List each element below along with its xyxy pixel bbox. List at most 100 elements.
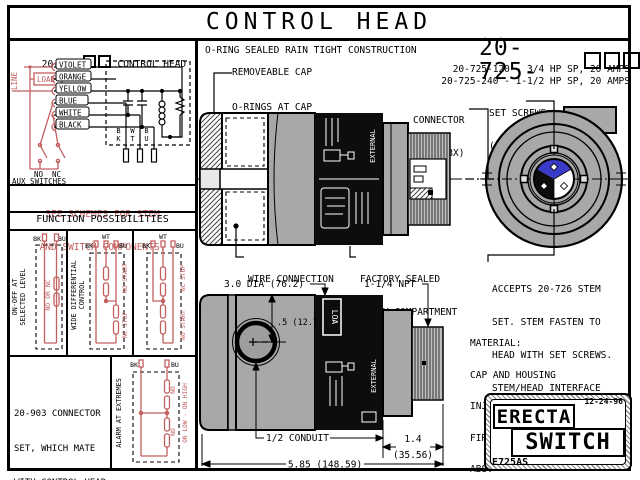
- func2-wt: WT: [102, 233, 110, 241]
- func3-pin-bu: BU: [176, 242, 184, 250]
- material-line: CAP AND HOUSING: [470, 369, 556, 381]
- sheet-border: [7, 5, 631, 471]
- external-label-side: EXTERNAL: [369, 129, 377, 163]
- func3-pin-bk: BK: [142, 242, 150, 250]
- drawing-number: E725AS: [492, 457, 529, 468]
- func1-mode: NO OR NC: [44, 279, 52, 310]
- func1-name1: ON-OFF AT: [11, 279, 19, 316]
- dimension-view: LOA EXTERNAL 3.0 DIA (76.2) 1-1/4 NPT .5…: [199, 279, 445, 471]
- alarm-no-top: NO: [170, 386, 177, 394]
- divider: [10, 355, 195, 357]
- function-onoff-diagram: ON-OFF AT SELECTED LEVEL BK BU NO OR NC: [11, 233, 66, 350]
- wire-network: [54, 60, 191, 163]
- func2-pin-bu: BU: [119, 242, 127, 250]
- dim-total: 5.85 (148.59): [288, 460, 362, 471]
- stem-note-line1: SEE SCHEMES FOR STEM: [45, 209, 160, 220]
- dim-len1: 1.4: [404, 434, 421, 445]
- func1-pin-bk: BK: [33, 235, 41, 243]
- pin-stack-bu: BU: [144, 127, 149, 143]
- wiring-title-rest: CONTROL HEAD: [117, 59, 187, 70]
- drawing-date: 12-24-96: [584, 397, 623, 406]
- dim-hole: .5 (12.7): [277, 318, 323, 328]
- connector-pins-line: CONNECTOR: [413, 115, 465, 126]
- divider: [10, 211, 195, 213]
- function-reverse-diagram: WT BK BU NC STOP NO START: [142, 233, 187, 350]
- title-divider: [7, 38, 631, 41]
- func3-wt: WT: [159, 233, 167, 241]
- aux-switches-label: AUX SWITCHES: [12, 177, 67, 186]
- func1-pin-bu: BU: [58, 235, 66, 243]
- divider: [110, 357, 112, 471]
- dimension-lines: [200, 283, 445, 468]
- connector-set-note: 20-903 CONNECTOR SET, WHICH MATE WITH CO…: [14, 386, 108, 480]
- construction-note: O-RING SEALED RAIN TIGHT CONSTRUCTION: [205, 45, 417, 56]
- aux-nc-label: NC: [52, 170, 61, 179]
- housing-body-dim: [199, 294, 444, 431]
- oring-line: O-RINGS AT CAP: [232, 102, 313, 113]
- side-section-view: EXTERNAL: [198, 112, 466, 246]
- relay-line: FACTORY SEALED: [360, 274, 441, 285]
- func1-circuit: [41, 233, 60, 344]
- dim-conduit: 1/2 CONDUIT: [266, 433, 329, 444]
- big-model-number: 20-725-: [479, 36, 640, 84]
- external-label-dim: EXTERNAL: [370, 359, 378, 393]
- dim-npt: 1-1/4 NPT: [364, 279, 416, 290]
- func3-bottom-label: NO START: [180, 310, 187, 340]
- alarm-circuit: [138, 359, 171, 457]
- label-panel-artwork-dim: [322, 298, 377, 423]
- variant-120: 20-725-120 - 3/4 HP SP, 20 AMPS: [452, 64, 630, 75]
- load-label: LOAD: [37, 75, 56, 84]
- pin-stack-bk: BK: [116, 127, 121, 143]
- alarm-no-bottom: NO: [170, 428, 177, 436]
- line-label: LINE: [10, 71, 19, 90]
- set-screws-line: SET SCREWS: [489, 108, 547, 119]
- divider: [132, 231, 134, 355]
- load-panel-label: LOA: [330, 310, 339, 325]
- aux-no-label: NO: [34, 170, 44, 179]
- brand-logo-block: 12-24-96 ERECTA SWITCH E725AS: [484, 393, 632, 471]
- label-panel-artwork: [319, 118, 379, 229]
- wire-label-black: BLACK: [59, 121, 82, 130]
- logo-erecta: ERECTA: [493, 404, 575, 429]
- wire-label-blue: BLUE: [59, 97, 78, 106]
- pin-stack-wt: WT: [130, 127, 135, 143]
- alarm-pin-bu: BU: [171, 361, 179, 369]
- stem-set-line: STEM/HEAD INTERFACE: [492, 383, 601, 394]
- alarm-diagram: ALARM AT EXTREMES BK BU NO NO ON LOW - O…: [115, 359, 189, 463]
- func3-circuit: [150, 240, 176, 344]
- callout-removeable-cap: REMOVEABLE CAP: [232, 67, 313, 78]
- wire-label-yellow: YELLOW: [59, 85, 87, 94]
- alarm-pin-bk: BK: [130, 361, 138, 369]
- material-line: ABS.: [470, 464, 493, 475]
- divider: [66, 231, 68, 355]
- wire-label-violet: VIOLET: [59, 61, 87, 70]
- func2-circuit: [93, 240, 120, 344]
- dim-dia: 3.0 DIA (76.2): [224, 279, 304, 290]
- chamber-line: WIRE CONNECTION: [248, 274, 334, 285]
- model-checkbox: [623, 51, 640, 69]
- func2-top-label: NO START: [122, 263, 129, 293]
- stem-set-line: SET. STEM FASTEN TO: [492, 317, 601, 328]
- func3-top-label: NC STOP: [180, 265, 187, 291]
- wire-label-white: WHITE: [59, 109, 82, 118]
- model-checkbox: [603, 51, 621, 69]
- connector-note-line: WITH CONTROL HEAD: [14, 478, 108, 480]
- logo-switch: SWITCH: [511, 428, 625, 457]
- model-checkbox: [583, 51, 601, 69]
- stem-set-line: ACCEPTS 20-726 STEM: [492, 284, 601, 295]
- alarm-name: ALARM AT EXTREMES: [115, 378, 123, 448]
- wiring-schematic: LINE LOAD VIOLET ORANGE YELLOW: [10, 58, 191, 186]
- connector-note-line: SET, WHICH MATE: [14, 443, 96, 454]
- divider: [10, 229, 195, 231]
- func2-bottom-label: NC STOP: [122, 312, 129, 338]
- wire-labels: VIOLET ORANGE YELLOW BLUE WHITE BLACK: [55, 58, 92, 130]
- material-line: MATERIAL:: [470, 338, 522, 349]
- func2-pin-bk: BK: [85, 242, 93, 250]
- divider: [10, 184, 195, 186]
- alarm-range-label: ON LOW - ON HIGH: [182, 383, 189, 443]
- wire-label-orange: ORANGE: [59, 73, 87, 82]
- function-wide-differential-diagram: WIDE DIFFERENTIAL CONTROL WT BK BU NO ST…: [70, 233, 129, 350]
- func2-name1: WIDE DIFFERENTIAL: [70, 260, 78, 330]
- page-title: CONTROL HEAD: [205, 9, 433, 35]
